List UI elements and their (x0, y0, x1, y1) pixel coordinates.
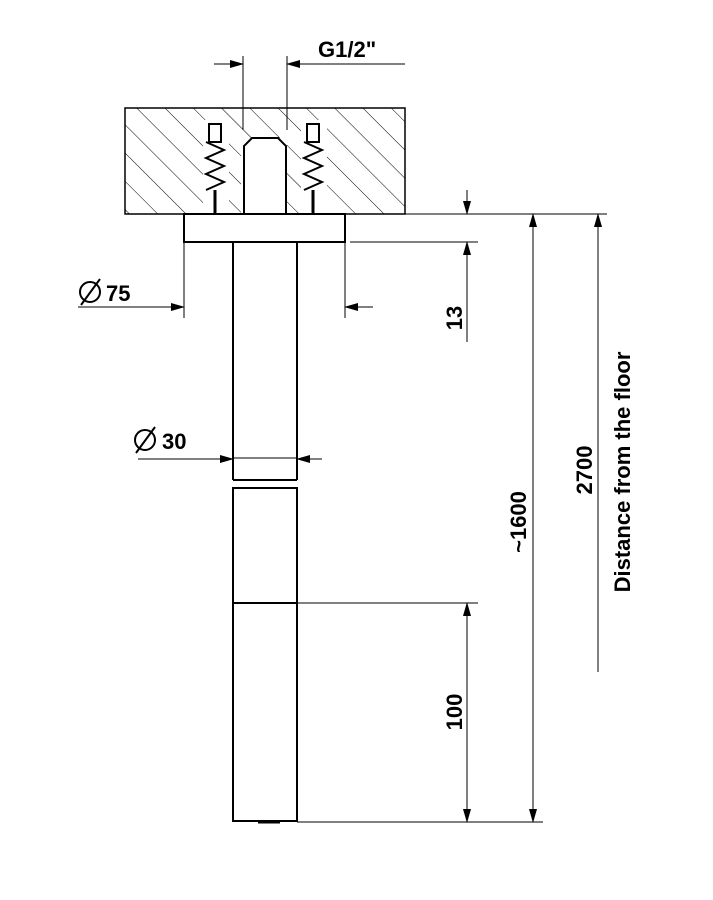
tip-length-dimension: 100 (297, 602, 543, 823)
ceiling-flange (183, 213, 346, 243)
flange-thickness-label: 13 (442, 306, 467, 330)
floor-height-dimension: 2700 Distance from the floor (572, 213, 635, 672)
anchor-screw-left (203, 123, 227, 214)
ceiling-block (124, 107, 406, 215)
thread-dimension: G1/2" (214, 37, 405, 130)
flange-diameter-dimension: 75 (78, 242, 373, 318)
inlet-fitting (243, 137, 287, 214)
total-length-dimension: ~1600 (506, 213, 537, 823)
tip-length-label: 100 (442, 694, 467, 731)
floor-caption: Distance from the floor (610, 351, 635, 592)
pipe-lower (232, 487, 298, 824)
diameter-icon (79, 278, 101, 306)
pipe-diameter-dimension: 30 (134, 426, 322, 463)
anchor-screw-right (301, 123, 325, 214)
flange-diameter-label: 75 (106, 281, 130, 306)
diameter-icon (134, 426, 156, 454)
thread-label: G1/2" (318, 37, 376, 62)
total-length-label: ~1600 (506, 491, 531, 553)
flange-thickness-dimension: 13 (350, 190, 478, 342)
pipe-diameter-label: 30 (162, 429, 186, 454)
floor-height-label: 2700 (572, 446, 597, 495)
pipe-upper (232, 242, 298, 481)
